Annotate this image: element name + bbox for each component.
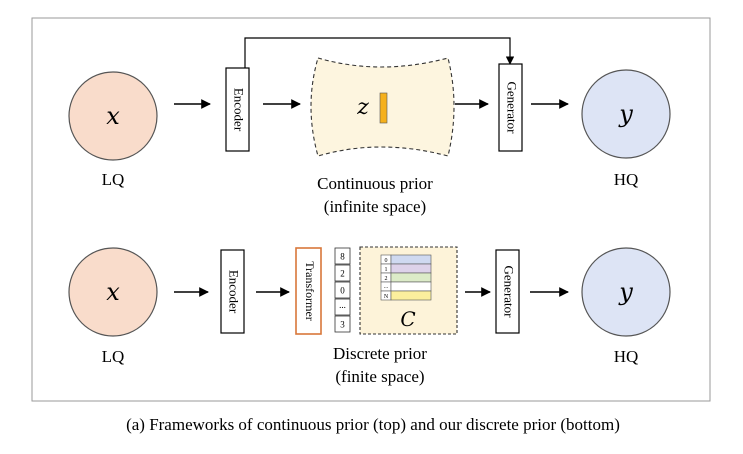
- top-hq-circle: [581, 69, 671, 159]
- token-cell: [334, 264, 351, 282]
- bottom-lq-circle: [68, 247, 158, 337]
- token-index-column: 8 2 0 ... 3: [334, 247, 351, 333]
- token-cell: [334, 298, 351, 316]
- codebook-index: 0: [385, 258, 388, 264]
- bottom-hq-circle: [581, 247, 671, 337]
- top-lq-symbol: x: [106, 102, 120, 130]
- codebook-row: [390, 272, 432, 283]
- top-generator-box: [498, 63, 523, 152]
- token-index: 2: [340, 269, 345, 279]
- bottom-framework: x LQ Encoder Transformer 8 2 0 ... 3: [68, 246, 671, 386]
- transformer-label: Transformer: [303, 261, 317, 321]
- bottom-lq-symbol: x: [106, 278, 120, 306]
- latent-z-symbol: z: [356, 95, 369, 120]
- codebook-symbol: C: [400, 307, 415, 331]
- token-cell: [334, 315, 351, 333]
- top-prior-label-line1: Continuous prior: [317, 174, 433, 193]
- codebook-row: [390, 254, 432, 265]
- bottom-hq-symbol: y: [618, 278, 633, 306]
- transformer-box: [295, 247, 322, 335]
- codebook-row: [390, 263, 432, 274]
- token-index: 0: [340, 286, 345, 296]
- bottom-encoder-box: [220, 249, 245, 334]
- top-encoder-box: [225, 67, 250, 152]
- codebook-index: N: [384, 294, 389, 300]
- figure-caption: (a) Frameworks of continuous prior (top)…: [126, 415, 620, 434]
- diagram-frame: [31, 17, 711, 402]
- bottom-prior-label-line1: Discrete prior: [333, 344, 427, 363]
- bottom-encoder-label: Encoder: [227, 270, 242, 314]
- codebook-index: ...: [384, 284, 389, 290]
- top-hq-symbol: y: [618, 100, 633, 128]
- bottom-prior-label-line2: (finite space): [335, 367, 424, 386]
- codebook-row: [390, 290, 432, 301]
- codebook-index: 2: [385, 276, 388, 282]
- top-framework: x LQ Encoder z Continuous prior (infinit…: [68, 37, 671, 216]
- token-index: 3: [340, 320, 345, 330]
- latent-vector-bar: [379, 92, 388, 124]
- codebook-row: [390, 281, 432, 292]
- token-index: ...: [339, 300, 346, 310]
- codebook-entries: 0 1 2 ... N: [380, 254, 432, 301]
- token-cell: [334, 247, 351, 265]
- token-index: 8: [340, 252, 345, 262]
- top-lq-circle: [68, 71, 158, 161]
- bottom-lq-label: LQ: [102, 347, 125, 366]
- token-cell: [334, 281, 351, 299]
- top-prior-label-line2: (infinite space): [324, 197, 426, 216]
- top-encoder-label: Encoder: [232, 88, 247, 132]
- top-generator-label: Generator: [505, 82, 520, 135]
- top-lq-label: LQ: [102, 170, 125, 189]
- bottom-hq-label: HQ: [614, 347, 639, 366]
- bottom-generator-label: Generator: [502, 266, 517, 319]
- bottom-generator-box: [495, 249, 520, 334]
- top-skip-connection: [244, 37, 515, 68]
- top-hq-label: HQ: [614, 170, 639, 189]
- codebook-index: 1: [385, 267, 388, 273]
